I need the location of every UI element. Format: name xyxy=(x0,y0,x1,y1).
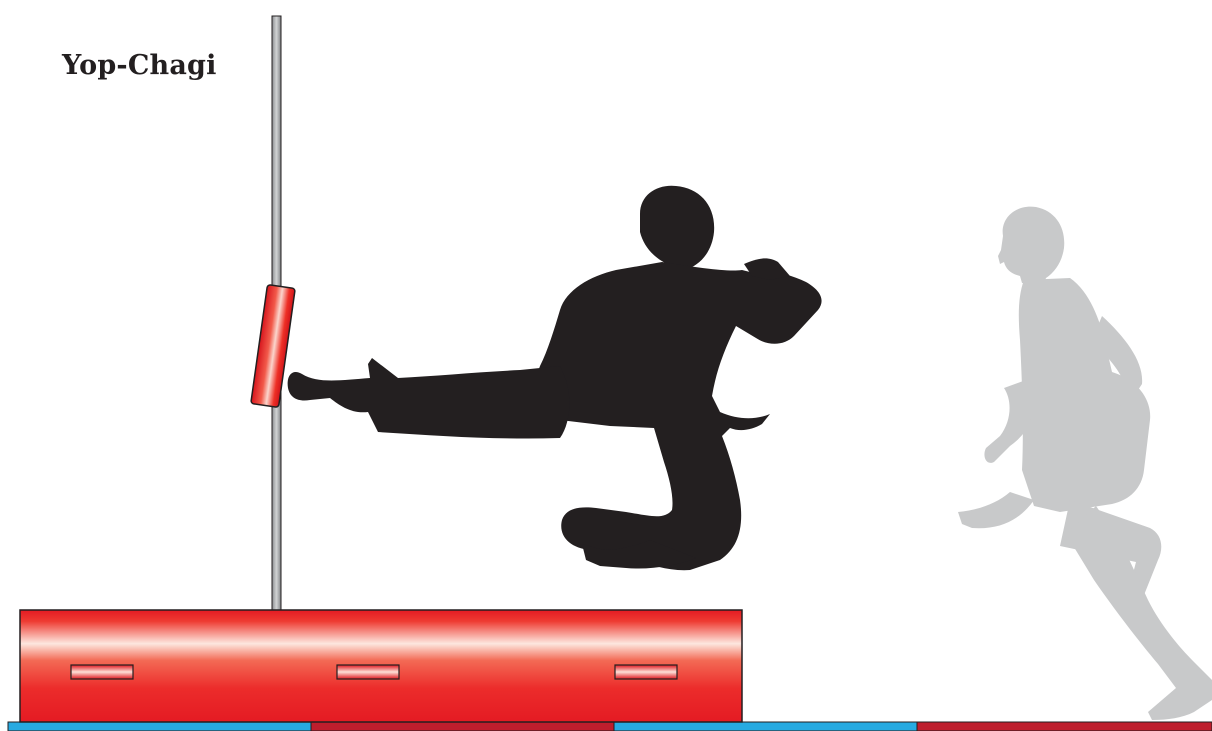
mat-red-1 xyxy=(311,722,614,731)
mat-blue-2 xyxy=(614,722,917,731)
mat-red-2 xyxy=(917,722,1212,731)
kicker-silhouette-icon xyxy=(288,186,822,570)
base-slot-3 xyxy=(615,665,677,679)
base-slot-2 xyxy=(337,665,399,679)
floor-mats xyxy=(8,722,1212,731)
pole-base-box xyxy=(20,610,742,722)
runner-silhouette-icon xyxy=(958,207,1212,720)
base-slot-1 xyxy=(71,665,133,679)
mat-blue-1 xyxy=(8,722,311,731)
